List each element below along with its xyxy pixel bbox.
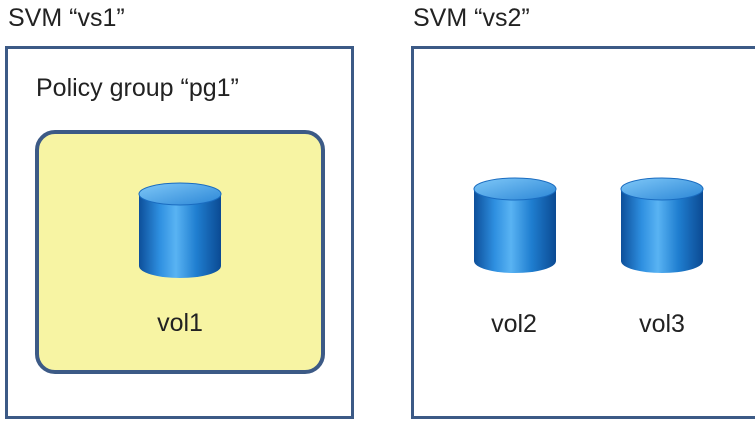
- volume-label-vol1: vol1: [157, 309, 203, 337]
- database-cylinder-icon: [138, 182, 222, 278]
- volume-label-vol2: vol2: [491, 310, 537, 338]
- svm-vs2-title: SVM “vs2”: [413, 4, 530, 32]
- policy-group-label: Policy group “pg1”: [36, 74, 239, 102]
- database-cylinder-icon: [620, 177, 704, 273]
- volume-label-vol3: vol3: [639, 310, 685, 338]
- database-cylinder-icon: [473, 177, 557, 273]
- svm-vs1-title: SVM “vs1”: [8, 4, 125, 32]
